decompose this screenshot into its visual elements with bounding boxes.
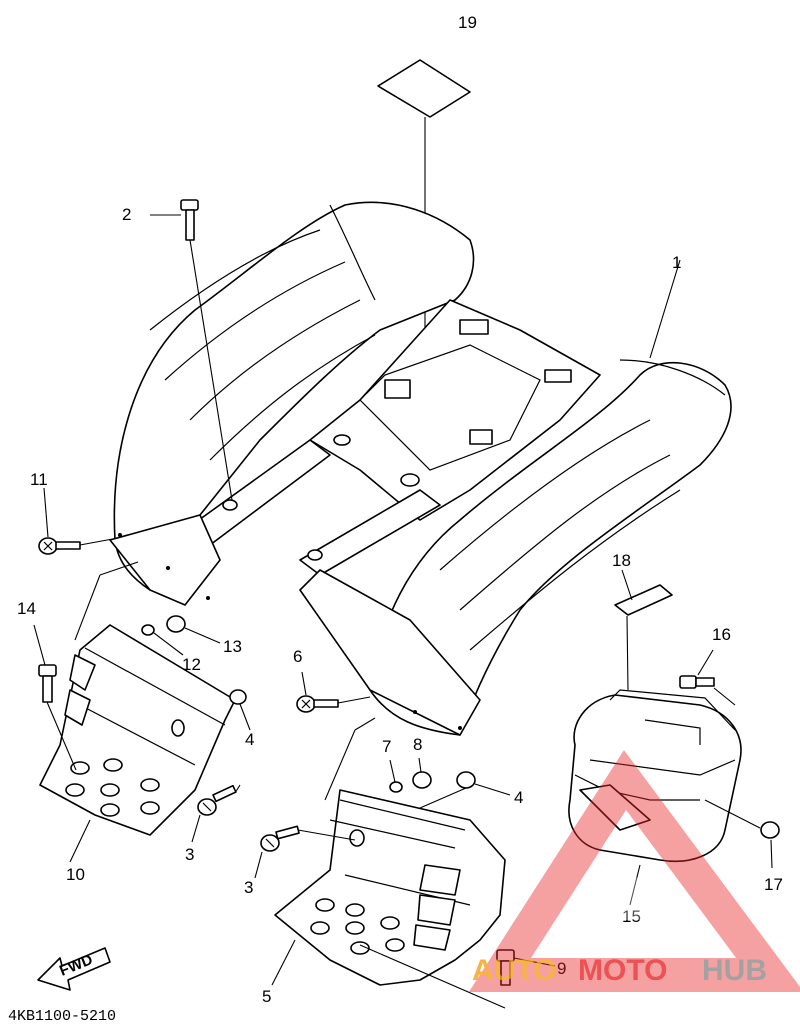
part-17-nut (704, 799, 780, 869)
part-18-clip (614, 569, 673, 691)
part-3-screw-left (191, 784, 241, 843)
part-7-washer (389, 759, 403, 793)
part-1-rear-fender (109, 201, 732, 736)
callout-12: 12 (182, 655, 201, 674)
part-13-nut (166, 615, 221, 644)
callout-1: 1 (672, 253, 681, 272)
callout-17: 17 (764, 875, 783, 894)
part-4-nut-center (419, 771, 511, 809)
callout-18: 18 (612, 551, 631, 570)
part-9-bolt (496, 949, 556, 986)
part-2-bolt (150, 199, 233, 501)
callout-3-left: 3 (185, 845, 194, 864)
watermark-triangle-icon (468, 750, 800, 992)
watermark-logo: AUTO MOTO HUB (468, 750, 800, 992)
callout-4-center: 4 (514, 788, 523, 807)
part-10-left-footrest (39, 561, 236, 863)
drawing-code: 4KB1100-5210 (8, 1008, 116, 1025)
callout-10: 10 (66, 865, 85, 884)
callout-14: 14 (17, 599, 36, 618)
watermark-text-moto: MOTO (578, 954, 667, 987)
callout-3-center: 3 (244, 878, 253, 897)
part-3-screw-center (254, 825, 356, 879)
callout-8: 8 (413, 735, 422, 754)
part-12-washer (141, 624, 184, 656)
callout-7: 7 (382, 737, 391, 756)
callout-16: 16 (712, 625, 731, 644)
callout-9: 9 (557, 959, 566, 978)
part-4-nut-left (229, 689, 251, 731)
part-14-bolt (33, 624, 77, 771)
callout-4-left: 4 (245, 730, 254, 749)
callout-2: 2 (122, 205, 131, 224)
part-6-screw (296, 671, 371, 713)
watermark-text-auto: AUTO (472, 954, 556, 987)
part-16-bolt (679, 649, 736, 706)
callout-13: 13 (223, 637, 242, 656)
part-15-storage-box (568, 689, 742, 906)
callout-11: 11 (30, 470, 48, 489)
part-8-nut (412, 757, 432, 789)
fwd-arrow-icon: FWD (37, 947, 111, 991)
part-5-right-footrest (271, 717, 506, 1009)
part-11-screw (38, 487, 119, 555)
callout-15: 15 (622, 907, 641, 926)
callout-5: 5 (262, 987, 271, 1006)
callout-6: 6 (293, 647, 302, 666)
callout-19: 19 (458, 13, 477, 32)
watermark-text-hub: HUB (702, 954, 767, 987)
